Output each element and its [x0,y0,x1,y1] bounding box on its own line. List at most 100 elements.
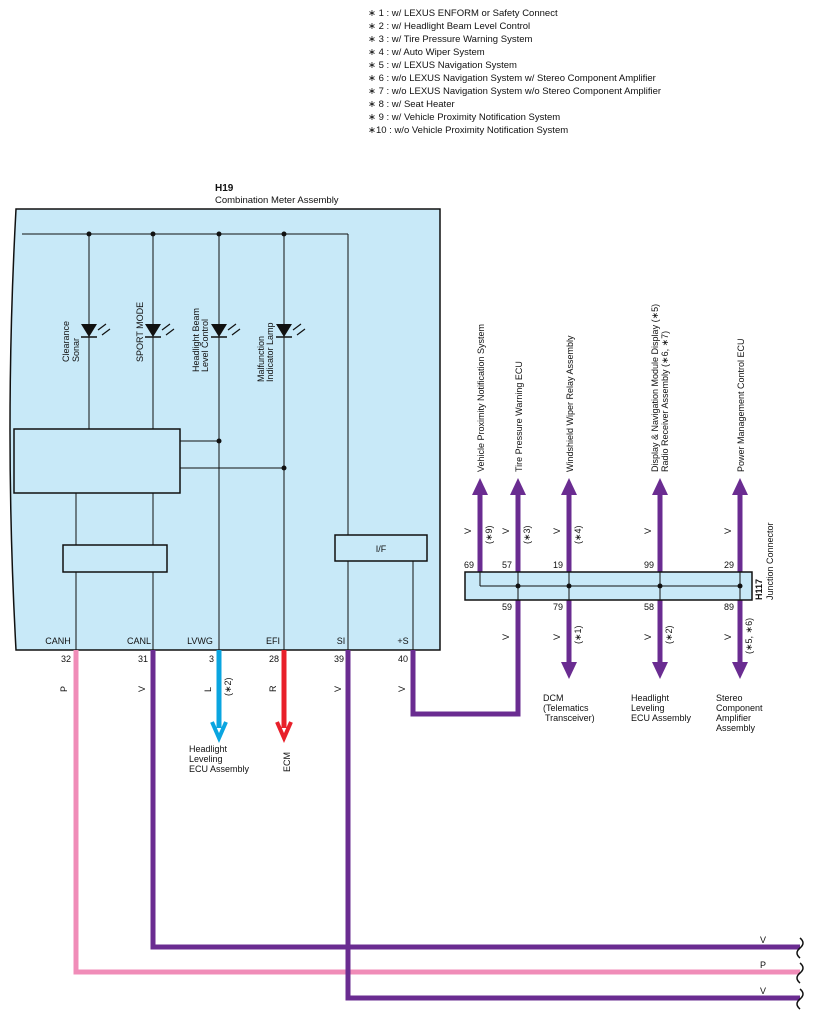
cpu-block [13,428,181,494]
if-block [334,534,428,562]
junction-dots [86,231,287,471]
can-transceiver-block [62,544,168,573]
indicator-label: Malfunction [256,336,266,382]
terminal-name: LVWG [187,636,213,646]
meter-name: Combination Meter Assembly [215,195,339,206]
wire-canl-violet [150,650,800,950]
pin-number: 57 [502,560,512,570]
legend-item: ∗ 6 : w/o LEXUS Navigation System w/ Ste… [368,73,656,84]
wire-color-code: V [723,634,733,640]
indicator-label: Headlight Beam [191,308,201,372]
wire-note: (∗2) [664,625,674,644]
terminal-name: CANH [45,636,71,646]
wire-color-code: L [203,687,213,692]
junction-bottom-wires [566,600,743,668]
pin-number: 59 [502,602,512,612]
pin-number: 40 [398,654,408,664]
pin-number: 89 [724,602,734,612]
dest-ecm: ECM [282,752,292,772]
pin-number: 99 [644,560,654,570]
pin-number: 69 [464,560,474,570]
pin-number: 28 [269,654,279,664]
wire-note: (∗2) [223,677,233,696]
led-sport-mode-icon [145,323,175,338]
dest-headlight-line: Headlight [631,693,670,703]
dest-headlight-line: ECU Assembly [631,713,692,723]
indicator-label: Clearance [61,321,71,362]
bus-color-code: P [760,960,766,970]
bus-color-code: V [760,986,766,996]
terminal-name: SI [337,636,346,646]
wire-color-code: V [397,686,407,692]
dest-label: Power Management Control ECU [736,338,746,472]
wire-color-code: P [59,686,69,692]
wire-color-code: V [723,528,733,534]
wire-plus-s-violet [410,600,521,717]
legend-item: ∗ 9 : w/ Vehicle Proximity Notification … [368,112,561,123]
wire-note: (∗1) [573,625,583,644]
wire-color-code: V [552,528,562,534]
wire-color-code: V [333,686,343,692]
pin-number: 32 [61,654,71,664]
pin-number: 3 [209,654,214,664]
dest-label: Tire Pressure Warning ECU [514,361,524,472]
legend-item: ∗10 : w/o Vehicle Proximity Notification… [368,125,569,136]
pin-number: 31 [138,654,148,664]
dest-headlight-line: ECU Assembly [189,764,250,774]
dest-dcm-line: DCM [543,693,564,703]
dest-stereo-line: Component [716,703,763,713]
bus-color-code: V [760,935,766,945]
dest-dcm-line: Transceiver) [545,713,595,723]
wire-si-violet [345,650,800,1001]
dest-stereo-line: Assembly [716,723,756,733]
junction-name: Junction Connector [765,522,775,600]
legend-item: ∗ 1 : w/ LEXUS ENFORM or Safety Connect [368,8,558,19]
wire-note: (∗9) [484,525,494,544]
legend-item: ∗ 5 : w/ LEXUS Navigation System [368,60,517,71]
junction-bottom-arrows [561,662,748,679]
if-label: I/F [376,544,387,554]
wire-color-code: R [268,685,278,692]
wire-canh-pink [73,650,800,975]
pin-number: 29 [724,560,734,570]
wire-note: (∗4) [573,525,583,544]
indicator-label: Indicator Lamp [265,322,275,382]
legend-item: ∗ 7 : w/o LEXUS Navigation System w/o St… [368,86,662,97]
pin-number: 58 [644,602,654,612]
led-clearance-sonar-icon [81,323,111,338]
dest-headlight-line: Leveling [189,754,223,764]
option-legend: ∗ 1 : w/ LEXUS ENFORM or Safety Connect … [368,7,661,137]
pin-number: 39 [334,654,344,664]
indicator-label: SPORT MODE [135,302,145,362]
meter-code: H19 [215,183,234,194]
dest-label: Vehicle Proximity Notification System [476,324,486,472]
legend-item: ∗ 4 : w/ Auto Wiper System [368,47,485,58]
wire-color-code: V [137,686,147,692]
wire-note: (∗3) [522,525,532,544]
legend-item: ∗ 8 : w/ Seat Heater [368,99,455,110]
combination-meter-box [9,208,441,651]
pin-number: 19 [553,560,563,570]
dest-headlight-line: Leveling [631,703,665,713]
terminal-name: CANL [127,636,151,646]
wire-color-code: V [643,528,653,534]
led-headlight-beam-icon [211,323,241,338]
legend-item: ∗ 2 : w/ Headlight Beam Level Control [368,21,531,32]
terminal-name: EFI [266,636,280,646]
pin-number: 79 [553,602,563,612]
meter-internal-lines [22,233,414,650]
junction-top-arrows [472,478,748,495]
legend-item: ∗ 3 : w/ Tire Pressure Warning System [368,34,533,45]
dest-headlight-line: Headlight [189,744,228,754]
wire-note: (∗5, ∗6) [744,618,754,654]
wire-color-code: V [501,528,511,534]
led-malfunction-icon [276,323,306,338]
wire-color-code: V [463,528,473,534]
wire-break-marks [796,937,804,1010]
dest-stereo-line: Amplifier [716,713,751,723]
dest-label: Display & Navigation Module Display (∗5) [650,304,660,472]
dest-label: Radio Receiver Assembly (∗6, ∗7) [660,331,670,472]
dest-dcm-line: (Telematics [543,703,589,713]
indicator-label: Sonar [71,338,81,362]
